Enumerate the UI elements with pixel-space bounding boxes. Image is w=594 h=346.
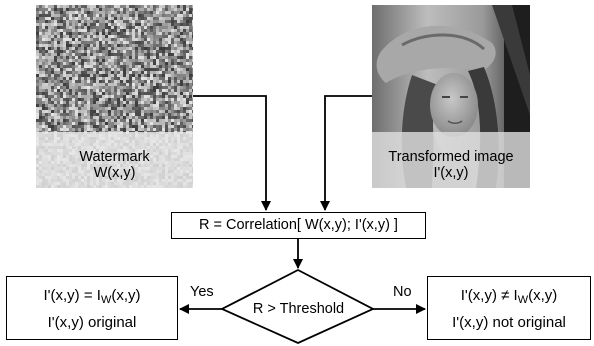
decision-text: R > Threshold bbox=[252, 301, 345, 317]
yes-label: Yes bbox=[190, 284, 214, 300]
correlation-box: R = Correlation[ W(x,y); I'(x,y) ] bbox=[171, 212, 426, 239]
equation-rhs: (x,y) bbox=[111, 287, 141, 304]
arrow-watermark-to-correlation bbox=[193, 95, 271, 211]
equation-subscript: W bbox=[100, 294, 112, 306]
no-label: No bbox=[393, 284, 412, 300]
transformed-image: Transformed image I'(x,y) bbox=[372, 5, 530, 188]
equation-lhs: I'(x,y) ≠ I bbox=[460, 287, 518, 304]
outcome-not-original-equation: I'(x,y) ≠ IW(x,y) bbox=[428, 287, 590, 306]
transformed-formula: I'(x,y) bbox=[433, 165, 469, 181]
outcome-not-original-verdict: I'(x,y) not original bbox=[452, 314, 566, 331]
watermark-formula: W(x,y) bbox=[93, 165, 136, 181]
watermark-title: Watermark bbox=[79, 149, 150, 165]
correlation-text: R = Correlation[ W(x,y); I'(x,y) ] bbox=[199, 217, 398, 233]
arrow-image-to-correlation bbox=[320, 95, 372, 211]
outcome-original-box: I'(x,y) = IW(x,y) I'(x,y) original bbox=[6, 276, 178, 340]
transformed-caption: Transformed image I'(x,y) bbox=[372, 132, 530, 188]
transformed-title: Transformed image bbox=[388, 149, 514, 165]
outcome-original-verdict: I'(x,y) original bbox=[47, 314, 137, 331]
watermark-image: Watermark W(x,y) bbox=[36, 5, 193, 188]
outcome-not-original-box: I'(x,y) ≠ IW(x,y) I'(x,y) not original bbox=[427, 276, 591, 340]
equation-rhs: (x,y) bbox=[528, 287, 558, 304]
decision-diamond bbox=[219, 268, 376, 344]
equation-subscript: W bbox=[517, 294, 529, 306]
equation-lhs: I'(x,y) = I bbox=[43, 287, 101, 304]
watermark-caption: Watermark W(x,y) bbox=[36, 132, 193, 188]
outcome-original-equation: I'(x,y) = IW(x,y) bbox=[7, 287, 177, 306]
